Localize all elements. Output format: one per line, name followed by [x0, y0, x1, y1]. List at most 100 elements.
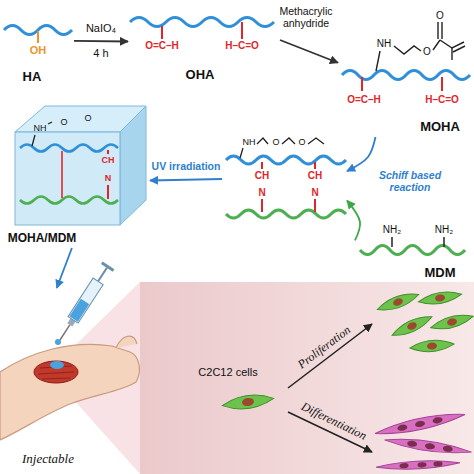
plunger-cap [101, 262, 114, 272]
fibre [38, 372, 74, 374]
methacrylate-group [240, 138, 324, 158]
gel-drop [55, 339, 61, 345]
polymer-chain [226, 156, 346, 164]
cell-body [417, 289, 462, 307]
nucleus [434, 294, 445, 303]
cell-node: C2C12 cells [188, 360, 288, 422]
chem-label: CH [102, 156, 115, 165]
bond [440, 40, 464, 48]
polymer-chain [226, 210, 346, 218]
cell-body [221, 392, 274, 412]
chem-label: O=C–H [145, 41, 179, 51]
aldehyde-bond [441, 77, 443, 91]
cell-body [429, 311, 474, 333]
node-label: Injectable [22, 452, 74, 465]
myotube [374, 409, 466, 439]
reaction-arrow [150, 179, 222, 181]
bond [240, 148, 243, 158]
process-arrow [288, 324, 372, 388]
myoblast-cell [429, 311, 474, 333]
aldehyde-bond [241, 22, 243, 39]
reaction-arrow [347, 201, 360, 241]
imine-link [107, 150, 109, 154]
chem-label: O [60, 118, 67, 127]
bond [433, 40, 440, 50]
cell-body [375, 289, 420, 314]
plunger [98, 268, 107, 281]
bond [261, 199, 263, 212]
polymer-chain [360, 246, 465, 255]
reaction-label: NaIO₄ [71, 22, 131, 34]
polymer-chain [20, 145, 118, 152]
reaction-arrow [347, 137, 376, 171]
syringe-barrel [68, 278, 103, 323]
chem-label: N [258, 188, 265, 198]
hydrogel-front [15, 132, 120, 225]
syringe [54, 262, 114, 344]
nucleus [407, 440, 418, 447]
chem-label: O [423, 47, 431, 57]
bond [48, 122, 52, 124]
node-label: HA [23, 70, 42, 83]
nucleus [425, 443, 436, 450]
node-label: MOHA [420, 120, 460, 133]
node-label: MOHA/MDM [8, 232, 77, 244]
bond [314, 162, 316, 169]
myotube-body [374, 409, 466, 439]
chem-label: H–C=O [225, 41, 259, 51]
bond [453, 46, 465, 52]
nucleus [242, 397, 255, 407]
chem-label: NH₂ [383, 225, 401, 235]
myotube [384, 435, 473, 457]
imine-link [61, 151, 63, 198]
bond [376, 51, 380, 71]
amine-bond [443, 237, 445, 247]
reaction-label: Schiff based reaction [364, 170, 456, 193]
node-label: MDM [424, 266, 455, 279]
aldehyde-bond [361, 77, 363, 91]
molecule-node: OH HA [2, 12, 74, 84]
nucleus [442, 445, 453, 452]
myotubes [374, 409, 472, 471]
myotube-body [376, 459, 460, 471]
nucleus [432, 416, 443, 424]
crosslink-node: NHOOCHNCHN [222, 130, 347, 228]
imine-link [107, 185, 109, 199]
node-label: C2C12 cells [198, 367, 257, 378]
myotube [376, 459, 460, 471]
chem-label: O [84, 114, 91, 123]
myotube-body [384, 435, 473, 457]
nucleus [446, 317, 457, 326]
node-label: OHA [186, 68, 215, 81]
proliferated-cells [375, 289, 474, 354]
nucleus [406, 321, 418, 332]
fibre [42, 378, 70, 379]
myoblast-cell [221, 392, 274, 412]
aldehyde-bond [161, 26, 163, 39]
injection-site-node: Injectable [0, 288, 142, 470]
syringe-fill [69, 299, 89, 322]
chem-label: OH [30, 45, 47, 56]
nucleus [392, 297, 404, 307]
injected-gel [50, 361, 64, 369]
reaction-label: Methacrylic anhydride [270, 6, 342, 29]
bond [308, 138, 324, 144]
polymer-chain [20, 197, 118, 204]
chem-label: O [436, 11, 444, 21]
nucleus [414, 420, 425, 428]
chem-label: O=C–H [347, 95, 381, 105]
polymer-chain [130, 18, 274, 27]
nucleus [427, 342, 438, 350]
molecule-node: O=C–H H–C=O OHA [128, 10, 280, 85]
bond [437, 22, 438, 39]
reaction-arrow [280, 40, 338, 63]
nucleus [399, 463, 408, 469]
myoblast-cell [390, 312, 435, 341]
bond [451, 48, 452, 60]
bond [261, 162, 263, 169]
chem-label: NH [34, 124, 47, 133]
bond [441, 22, 442, 39]
cell-panel [140, 282, 474, 474]
reaction-arrow [57, 248, 72, 288]
